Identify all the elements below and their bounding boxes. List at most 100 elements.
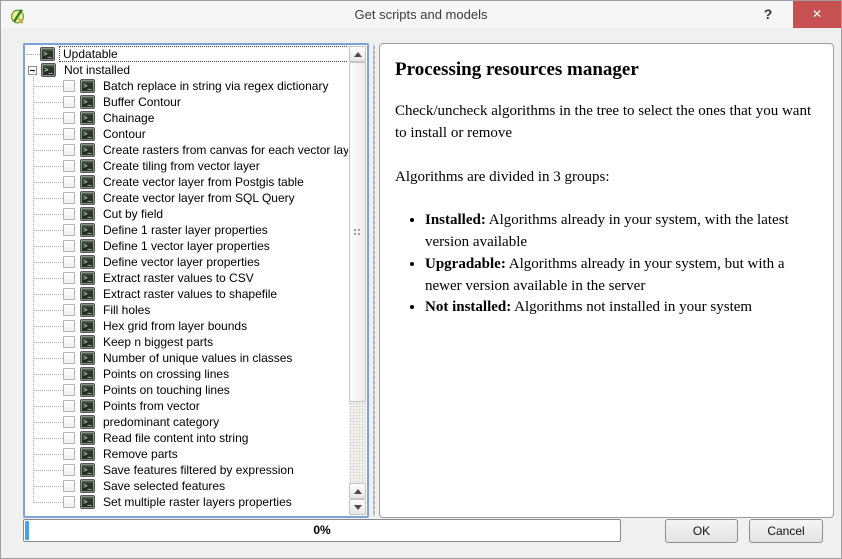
tree-row[interactable]: >_Save selected features bbox=[25, 478, 348, 494]
branch-line bbox=[34, 165, 63, 167]
close-button[interactable]: ✕ bbox=[793, 1, 841, 28]
tree-row[interactable]: >_Create vector layer from SQL Query bbox=[25, 190, 348, 206]
tree-row-label: Batch replace in string via regex dictio… bbox=[103, 79, 329, 93]
tree-row[interactable]: >_Set multiple raster layers properties bbox=[25, 494, 348, 510]
scrollbar-down-button[interactable] bbox=[349, 499, 366, 515]
branch-line bbox=[34, 421, 63, 423]
algorithm-checkbox[interactable] bbox=[63, 368, 75, 380]
algorithm-checkbox[interactable] bbox=[63, 96, 75, 108]
branch-line bbox=[34, 197, 63, 199]
algorithm-checkbox[interactable] bbox=[63, 384, 75, 396]
tree-row-label: Points from vector bbox=[103, 399, 200, 413]
tree-row[interactable]: >_Not installed bbox=[25, 62, 348, 78]
tree-row[interactable]: >_Define 1 raster layer properties bbox=[25, 222, 348, 238]
branch-line bbox=[34, 469, 63, 471]
branch-line bbox=[34, 181, 63, 183]
tree-row[interactable]: >_Points on touching lines bbox=[25, 382, 348, 398]
triangle-up-icon bbox=[353, 51, 362, 57]
algorithm-checkbox[interactable] bbox=[63, 192, 75, 204]
tree-row-label: Hex grid from layer bounds bbox=[103, 319, 248, 333]
algorithm-checkbox[interactable] bbox=[63, 496, 75, 508]
script-icon: >_ bbox=[80, 159, 95, 173]
collapse-expander-icon[interactable] bbox=[28, 65, 37, 75]
algorithm-checkbox[interactable] bbox=[63, 272, 75, 284]
algorithm-checkbox[interactable] bbox=[63, 304, 75, 316]
help-button[interactable]: ? bbox=[763, 6, 773, 22]
branch-line bbox=[34, 85, 63, 87]
branch-line bbox=[34, 229, 63, 231]
tree-row[interactable]: >_Create tiling from vector layer bbox=[25, 158, 348, 174]
algorithm-checkbox[interactable] bbox=[63, 320, 75, 332]
tree-row-label: Set multiple raster layers properties bbox=[103, 495, 292, 509]
tree-row[interactable]: >_Define 1 vector layer properties bbox=[25, 238, 348, 254]
triangle-down-icon bbox=[353, 504, 362, 510]
tree-row[interactable]: >_Updatable bbox=[25, 46, 348, 62]
tree-row[interactable]: >_Extract raster values to CSV bbox=[25, 270, 348, 286]
algorithm-checkbox[interactable] bbox=[63, 112, 75, 124]
triangle-up-icon bbox=[353, 488, 362, 494]
tree-row[interactable]: >_Create rasters from canvas for each ve… bbox=[25, 142, 348, 158]
script-icon: >_ bbox=[80, 79, 95, 93]
algorithm-checkbox[interactable] bbox=[63, 256, 75, 268]
tree-scrollbar[interactable] bbox=[349, 46, 366, 515]
ok-button[interactable]: OK bbox=[665, 519, 738, 543]
branch-line bbox=[34, 485, 63, 487]
tree-row[interactable]: >_Read file content into string bbox=[25, 430, 348, 446]
tree-row[interactable]: >_Number of unique values in classes bbox=[25, 350, 348, 366]
algorithm-checkbox[interactable] bbox=[63, 448, 75, 460]
algorithm-checkbox[interactable] bbox=[63, 432, 75, 444]
algorithm-checkbox[interactable] bbox=[63, 80, 75, 92]
algorithm-checkbox[interactable] bbox=[63, 336, 75, 348]
scrollbar-track[interactable] bbox=[349, 402, 366, 483]
tree-row[interactable]: >_Points on crossing lines bbox=[25, 366, 348, 382]
tree-row[interactable]: >_Chainage bbox=[25, 110, 348, 126]
algorithm-checkbox[interactable] bbox=[63, 416, 75, 428]
algorithm-checkbox[interactable] bbox=[63, 288, 75, 300]
tree-row[interactable]: >_predominant category bbox=[25, 414, 348, 430]
tree-row[interactable]: >_Define vector layer properties bbox=[25, 254, 348, 270]
cancel-button[interactable]: Cancel bbox=[749, 519, 823, 543]
script-icon: >_ bbox=[80, 255, 95, 269]
tree-row[interactable]: >_ Batch replace in string via regex dict… bbox=[25, 78, 348, 94]
branch-line bbox=[34, 453, 63, 455]
algorithm-checkbox[interactable] bbox=[63, 352, 75, 364]
tree-row[interactable]: >_ Points from vector bbox=[25, 398, 348, 414]
algorithm-checkbox[interactable] bbox=[63, 240, 75, 252]
tree-row[interactable]: >_Create vector layer from Postgis table bbox=[25, 174, 348, 190]
tree-row[interactable]: >_Buffer Contour bbox=[25, 94, 348, 110]
algorithm-checkbox[interactable] bbox=[63, 176, 75, 188]
branch-line bbox=[34, 405, 63, 407]
group-item-upgradable: Upgradable: Algorithms already in your s… bbox=[425, 254, 813, 298]
algorithm-checkbox[interactable] bbox=[63, 464, 75, 476]
algorithm-checkbox[interactable] bbox=[63, 224, 75, 236]
tree-row[interactable]: >_Remove parts bbox=[25, 446, 348, 462]
algorithm-checkbox[interactable] bbox=[63, 128, 75, 140]
splitter-grip-icon bbox=[373, 45, 375, 516]
branch-line bbox=[34, 437, 63, 439]
tree-row[interactable]: >_Cut by field bbox=[25, 206, 348, 222]
algorithm-tree: >_Updatable>_Not installed>_Batch replac… bbox=[25, 45, 348, 516]
branch-line bbox=[34, 149, 63, 151]
panel-splitter[interactable] bbox=[370, 43, 378, 518]
script-icon: >_ bbox=[80, 399, 95, 413]
script-icon: >_ bbox=[80, 319, 95, 333]
script-icon: >_ bbox=[80, 287, 95, 301]
script-icon: >_ bbox=[80, 95, 95, 109]
tree-row[interactable]: >_Keep n biggest parts bbox=[25, 334, 348, 350]
tree-row[interactable]: >_Contour bbox=[25, 126, 348, 142]
tree-row[interactable]: >_Fill holes bbox=[25, 302, 348, 318]
group-lead: Installed: bbox=[425, 212, 486, 229]
scrollbar-up-button[interactable] bbox=[349, 46, 366, 62]
scrollbar-thumb[interactable] bbox=[349, 62, 366, 402]
tree-row-label: Points on crossing lines bbox=[103, 367, 230, 381]
tree-row[interactable]: >_Extract raster values to shapefile bbox=[25, 286, 348, 302]
scrollbar-up-button-2[interactable] bbox=[349, 483, 366, 499]
tree-row[interactable]: >_Save features filtered by expression bbox=[25, 462, 348, 478]
algorithm-checkbox[interactable] bbox=[63, 400, 75, 412]
algorithm-checkbox[interactable] bbox=[63, 160, 75, 172]
algorithm-checkbox[interactable] bbox=[63, 144, 75, 156]
algorithm-checkbox[interactable] bbox=[63, 480, 75, 492]
algorithm-checkbox[interactable] bbox=[63, 208, 75, 220]
tree-row[interactable]: >_ Hex grid from layer bounds bbox=[25, 318, 348, 334]
